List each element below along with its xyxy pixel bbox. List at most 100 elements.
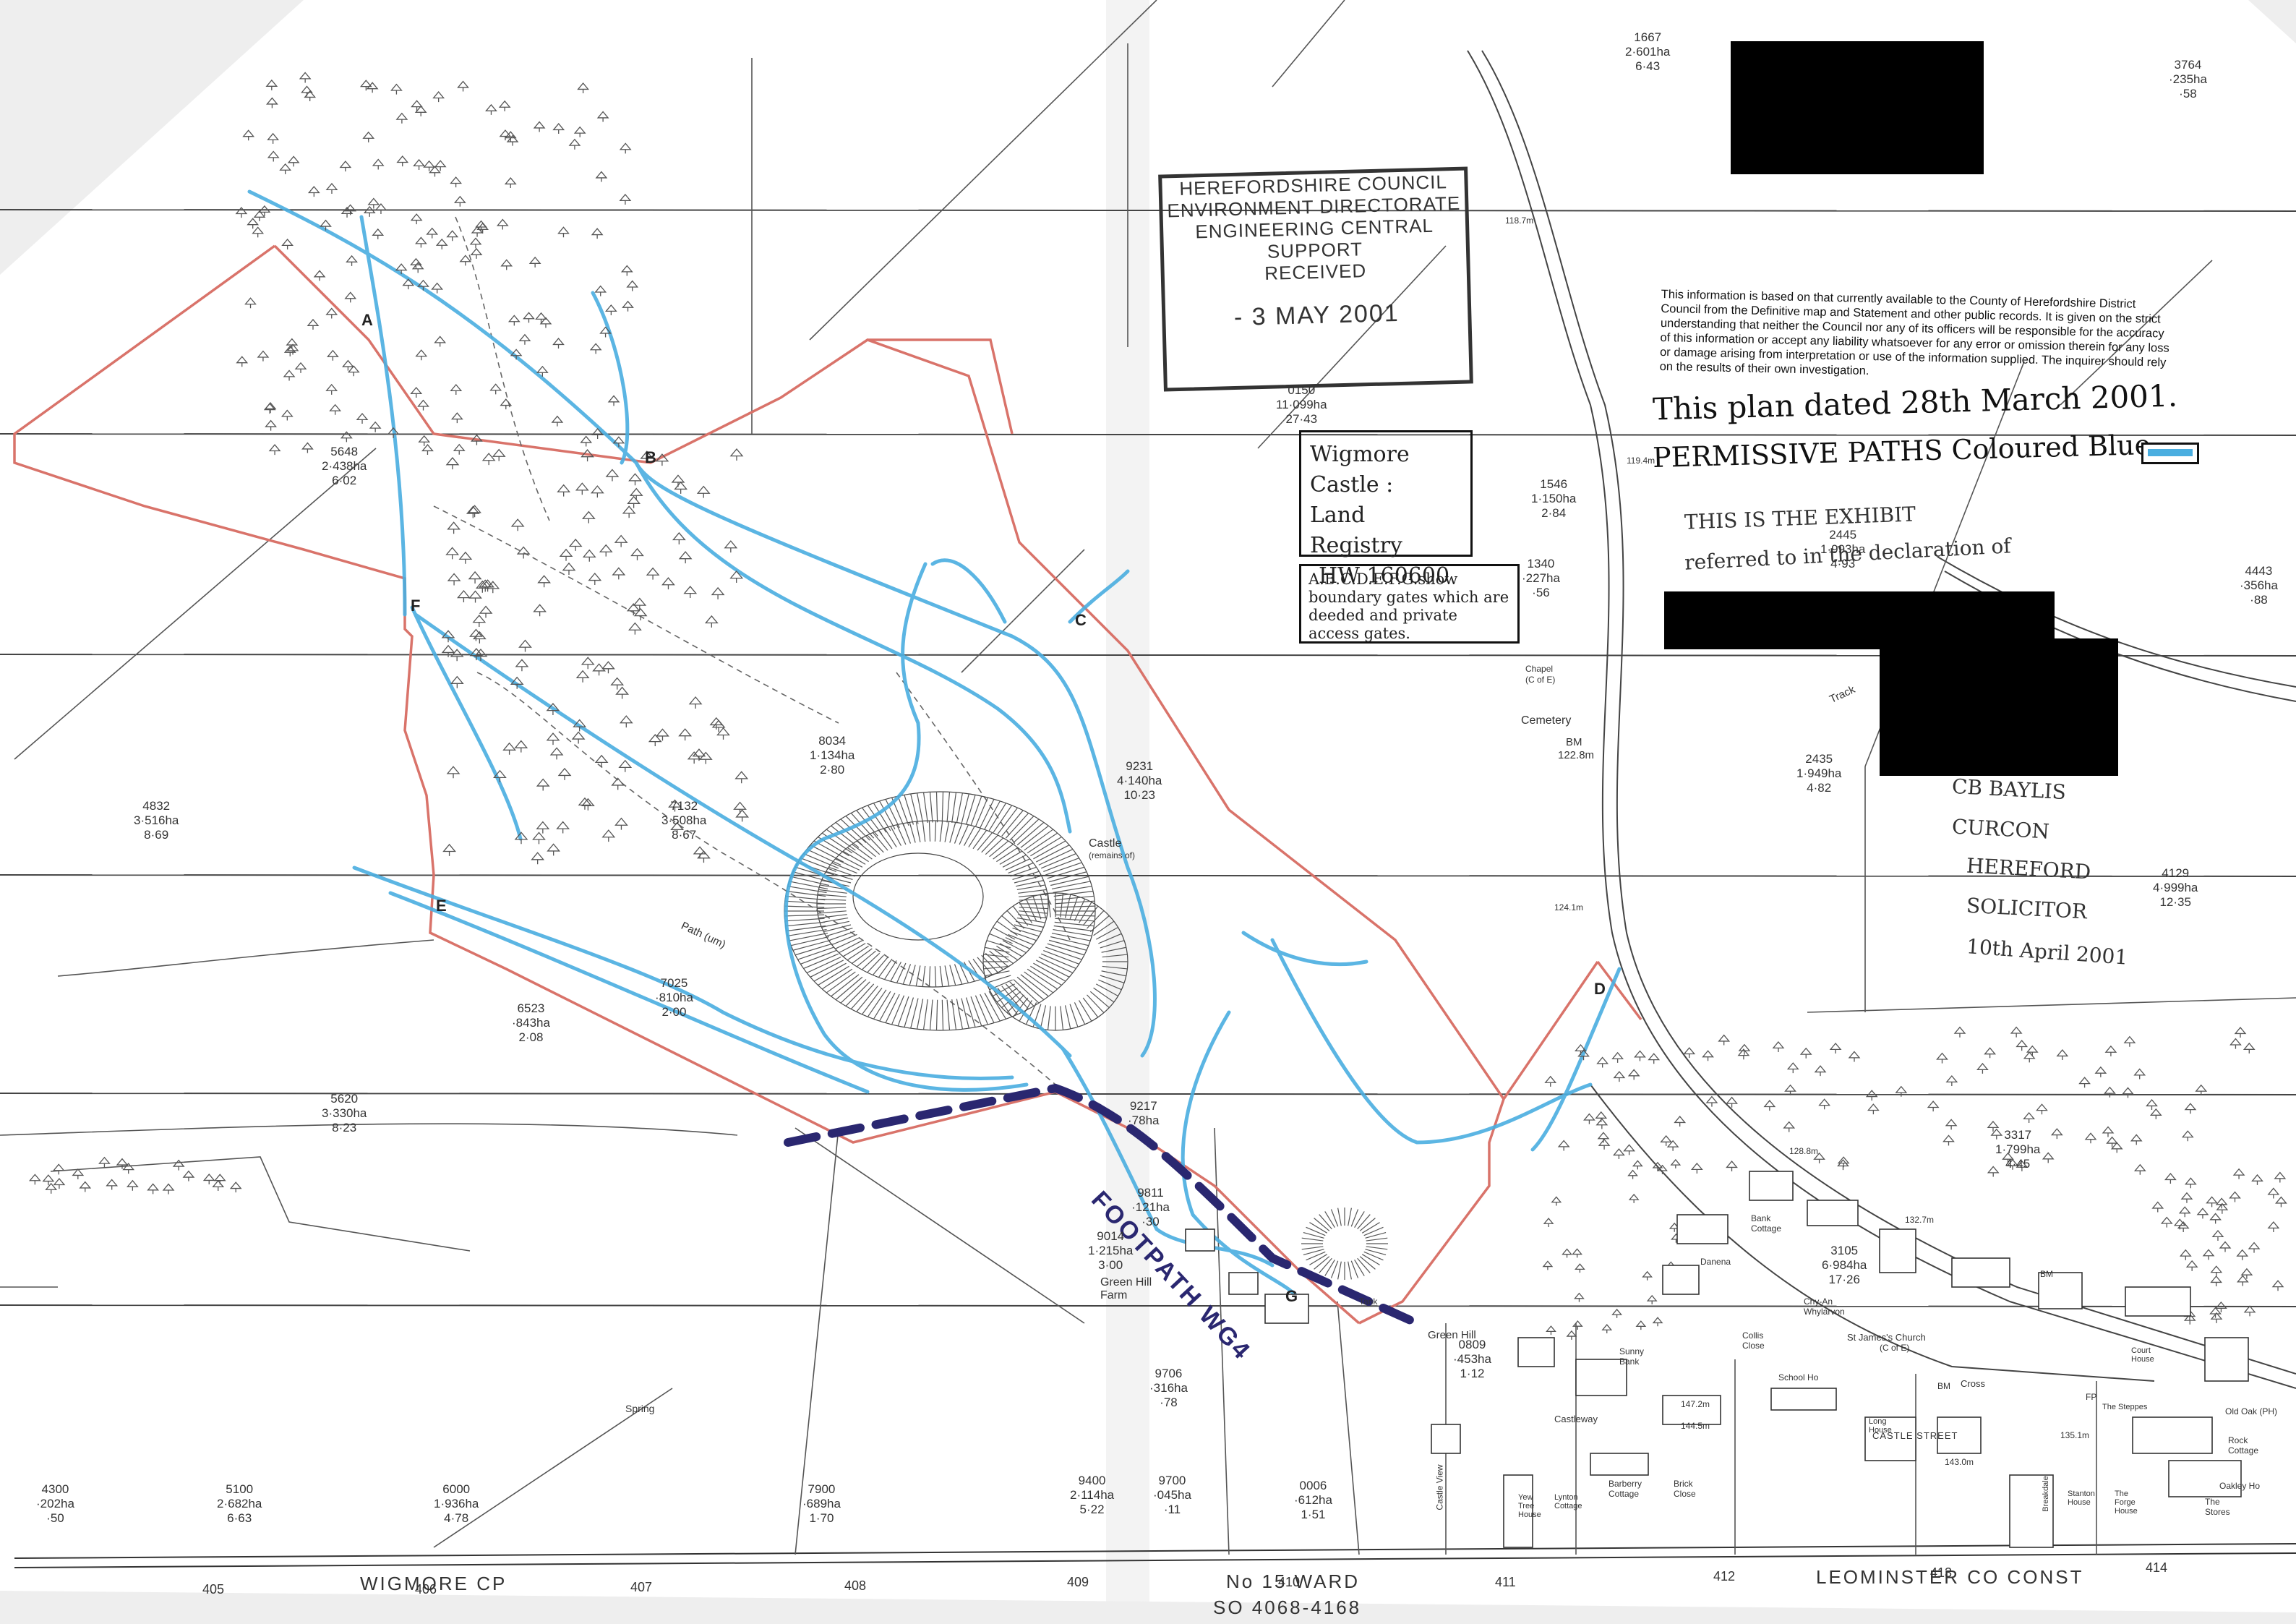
woodland-symbols <box>28 72 2287 1340</box>
hachure <box>1069 896 1079 920</box>
tree-symbol <box>729 448 744 461</box>
tree-symbol <box>2210 1275 2223 1287</box>
tree-symbol <box>426 227 439 239</box>
hachure <box>852 948 873 964</box>
hachure <box>1064 1005 1071 1030</box>
hachure <box>986 940 1011 949</box>
hachure <box>1350 1260 1359 1278</box>
tree-symbol <box>498 100 511 111</box>
hachure <box>1055 905 1095 908</box>
tree-symbol <box>2016 1160 2029 1171</box>
tree-symbol <box>283 345 296 356</box>
hachure <box>1363 1251 1384 1261</box>
hachure <box>959 962 969 983</box>
tree-symbol <box>1990 1128 2003 1140</box>
tree-symbol <box>320 219 332 231</box>
hachure <box>867 834 884 853</box>
tree-symbol <box>612 567 626 580</box>
tree-symbol <box>2146 1098 2158 1111</box>
grid-coordinate: 406 <box>415 1582 437 1597</box>
hachure <box>856 840 876 858</box>
hachure <box>1053 886 1092 894</box>
tree-symbol <box>496 218 509 230</box>
street-label: CASTLE STREET <box>1872 1430 1958 1441</box>
tree-symbol <box>2229 1191 2241 1202</box>
tree-symbol <box>2123 1035 2136 1047</box>
tree-symbol <box>688 696 703 709</box>
hachure <box>1013 819 1040 843</box>
tree-symbol <box>2211 1229 2224 1241</box>
tree-symbol <box>734 771 749 784</box>
tree-symbol <box>594 754 609 767</box>
hachure <box>1012 997 1029 1018</box>
tree-symbol <box>516 546 531 559</box>
hachure <box>1048 871 1087 883</box>
chapel-label: Chapel <box>1525 664 1554 674</box>
tree-symbol <box>1786 1062 1799 1074</box>
hachure <box>861 952 881 970</box>
tree-symbol <box>372 228 385 239</box>
hachure <box>1100 940 1125 949</box>
tree-symbol <box>537 575 552 588</box>
tree-symbol <box>518 639 532 652</box>
tree-symbol <box>1595 1118 1609 1129</box>
tree-symbol <box>1666 1140 1679 1151</box>
hachure <box>1365 1231 1387 1239</box>
tree-symbol <box>670 821 685 834</box>
hachure <box>980 799 995 829</box>
gate-marker: E <box>436 897 447 915</box>
tree-symbol <box>573 126 586 137</box>
hachure <box>1008 862 1034 874</box>
height-label: 122.8m <box>1558 749 1595 761</box>
tree-symbol <box>633 597 647 610</box>
hachure <box>910 793 919 824</box>
tree-symbol <box>504 177 517 189</box>
tree-symbol <box>475 220 487 231</box>
tree-symbol <box>1953 1026 1966 1038</box>
hachure <box>970 795 982 826</box>
hachure <box>917 792 924 824</box>
hachure <box>1324 1259 1335 1276</box>
parcel-label: 9217·78ha <box>1128 1099 1160 1127</box>
place-label: Barberry Cottage <box>1609 1479 1642 1499</box>
tree-symbol <box>1583 1113 1595 1124</box>
hachure <box>946 999 951 1030</box>
tree-symbol <box>1987 1120 2000 1132</box>
tree-symbol <box>415 349 428 361</box>
tree-symbol <box>568 138 581 150</box>
tree-symbol <box>294 362 307 373</box>
tree-symbol <box>442 843 456 856</box>
tree-symbol <box>514 832 528 845</box>
hachure <box>954 964 963 985</box>
gate-marker: F <box>411 597 421 615</box>
hachure <box>1020 974 1049 997</box>
hachure <box>968 828 981 847</box>
tree-symbol <box>469 648 484 661</box>
hachure <box>1038 957 1074 974</box>
hachure <box>1078 902 1092 923</box>
hachure <box>980 993 995 1023</box>
tree-symbol <box>1702 1050 1714 1061</box>
tree-symbol <box>1575 1263 1585 1273</box>
tree-symbol <box>79 1181 92 1192</box>
hachure <box>1016 920 1044 928</box>
hachure <box>867 954 884 973</box>
tree-symbol <box>265 419 277 431</box>
tree-symbol <box>536 778 550 791</box>
hachure <box>1047 1006 1051 1030</box>
tree-symbol <box>507 315 521 326</box>
tree-symbol <box>611 777 625 790</box>
hachure <box>1363 1226 1384 1236</box>
tree-symbol <box>431 282 444 294</box>
tree-symbol <box>447 521 461 534</box>
tree-symbol <box>98 1156 111 1168</box>
tree-symbol <box>441 644 455 657</box>
tree-symbol <box>212 1179 225 1191</box>
tree-symbol <box>410 257 422 269</box>
hachure <box>1089 991 1110 1009</box>
place-label: St James's Church <box>1847 1332 1926 1343</box>
tree-symbol <box>435 238 448 249</box>
tree-symbol <box>1557 1140 1570 1151</box>
